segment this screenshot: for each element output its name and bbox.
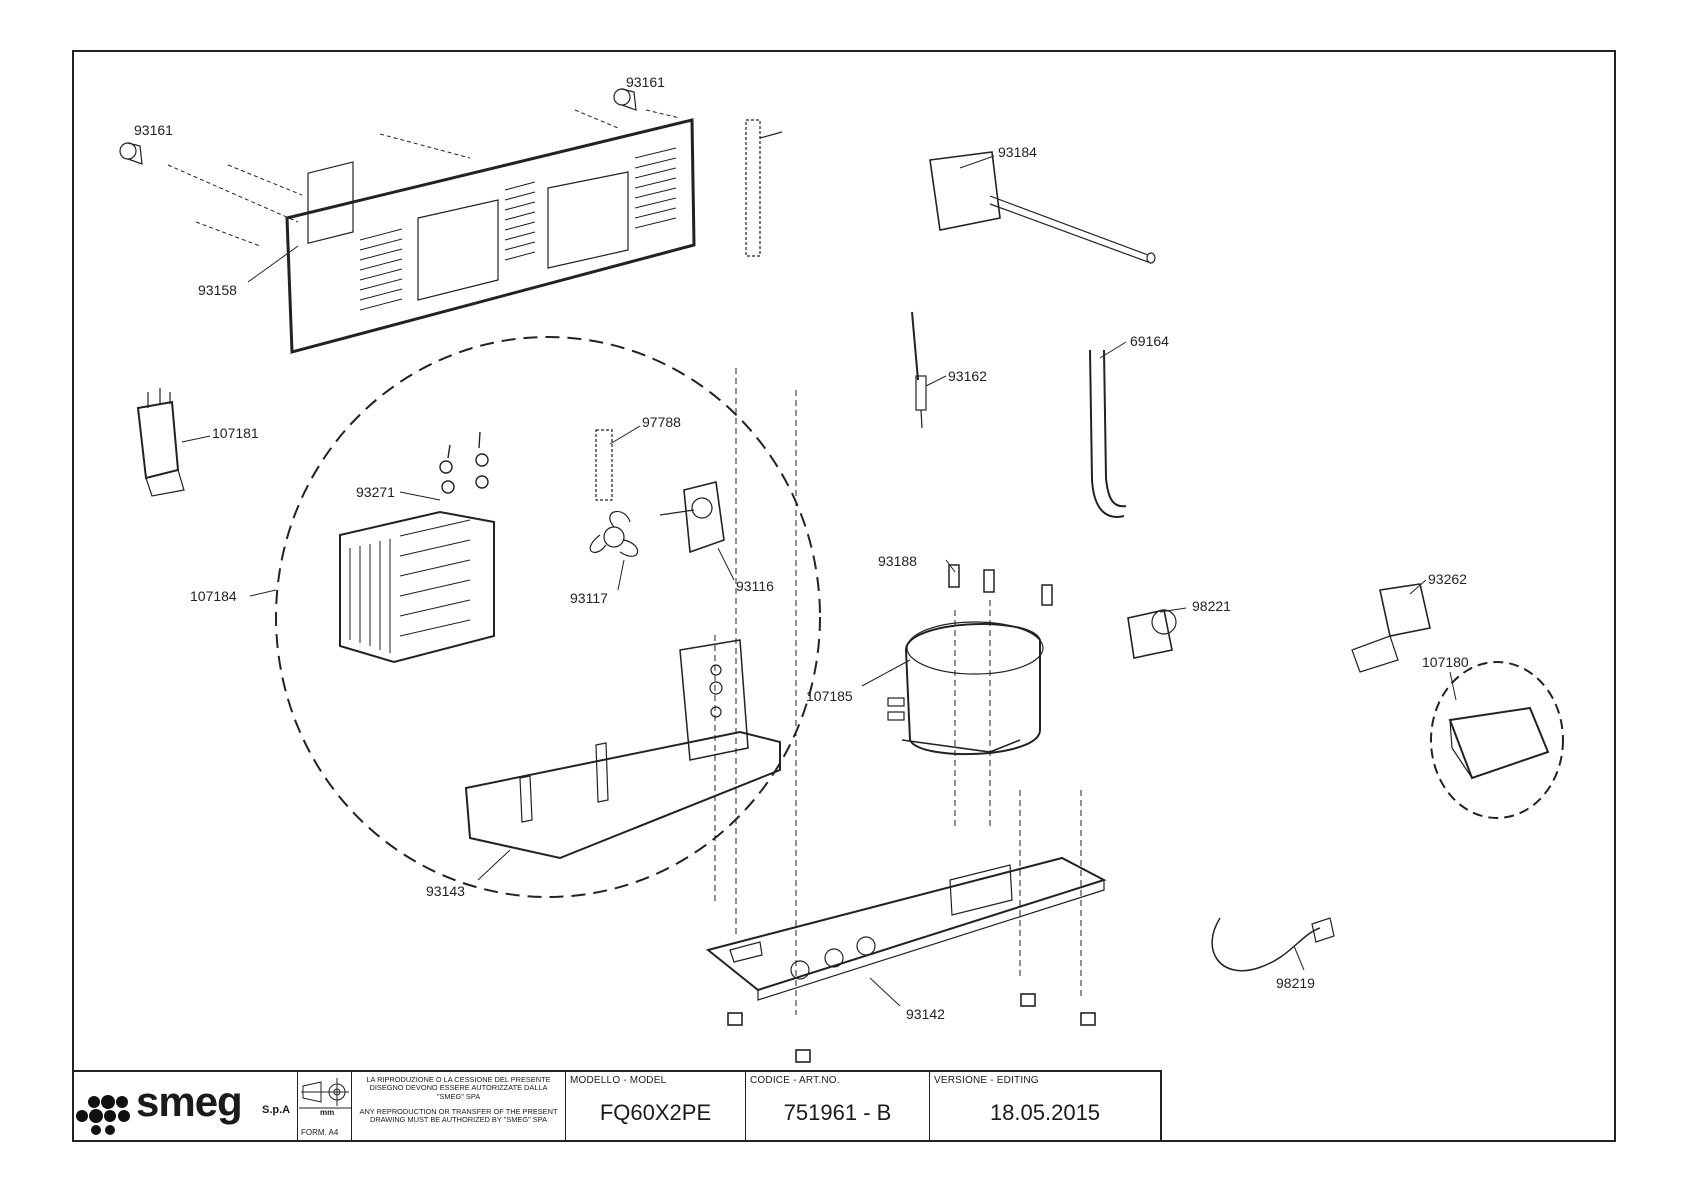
part-label: 93117: [570, 590, 608, 606]
drawing-sheet: [72, 50, 1616, 1142]
fan-blade-part: [589, 510, 639, 557]
cap-part-left: [119, 142, 143, 165]
evaporator-group-circle: [275, 336, 821, 898]
part-label: 93143: [426, 883, 465, 899]
base-plate-part: [705, 856, 1107, 1001]
spring-part-97788: [595, 429, 613, 501]
part-label: 93184: [998, 144, 1037, 160]
fan-motor-part: [659, 481, 725, 554]
part-label: 93271: [356, 484, 395, 500]
sensor-probe-part: [911, 311, 927, 429]
relay-box-part: [1448, 706, 1550, 780]
compressor-part: [887, 621, 1044, 756]
part-label: 93142: [906, 1006, 945, 1022]
relay-clip-part: [1351, 583, 1431, 673]
notice-italian: LA RIPRODUZIONE O LA CESSIONE DEL PRESEN…: [366, 1075, 551, 1101]
part-label: 93262: [1428, 571, 1467, 587]
notice-english: ANY REPRODUCTION OR TRANSFER OF THE PRES…: [359, 1107, 558, 1125]
part-label: 107181: [212, 425, 259, 441]
projection-symbol-icon: [299, 1078, 351, 1109]
brand-name: smeg: [136, 1078, 243, 1125]
code-cell: CODICE - ART.NO. 751961 - B: [746, 1072, 930, 1142]
unit-label: mm: [320, 1108, 335, 1117]
rear-panel-part: [285, 118, 696, 354]
part-label: 107185: [806, 688, 853, 704]
smeg-logo-icon: [76, 1095, 130, 1135]
part-label: 107184: [190, 588, 237, 604]
part-label: 93161: [134, 122, 173, 138]
part-label: 93162: [948, 368, 987, 384]
cap-part-top: [613, 88, 637, 111]
notice-cell: LA RIPRODUZIONE O LA CESSIONE DEL PRESEN…: [352, 1072, 566, 1142]
part-label: 93158: [198, 282, 237, 298]
screw-set-part: [439, 431, 489, 494]
relay-box-circle: [1430, 661, 1564, 819]
thermostat-part: [929, 151, 1156, 264]
part-label: 69164: [1130, 333, 1169, 349]
version-label: VERSIONE - EDITING: [934, 1075, 1039, 1086]
model-label: MODELLO - MODEL: [570, 1075, 667, 1086]
power-cable-part: [1211, 917, 1335, 972]
title-block: smeg S.p.A mm FORM. A4 LA RIPRODUZIONE O…: [72, 1070, 1162, 1142]
model-value: FQ60X2PE: [599, 1100, 712, 1125]
logo-cell: smeg S.p.A: [72, 1072, 298, 1142]
code-label: CODICE - ART.NO.: [750, 1075, 840, 1086]
part-label: 93188: [878, 553, 917, 569]
spring-rod-part: [745, 119, 783, 257]
leader-lines: [181, 155, 1457, 1007]
version-value: 18.05.2015: [989, 1100, 1101, 1125]
part-label: 97788: [642, 414, 681, 430]
part-label: 107180: [1422, 654, 1469, 670]
brand-suffix: S.p.A: [262, 1104, 291, 1116]
part-label: 98221: [1192, 598, 1231, 614]
tube-part: [1089, 349, 1127, 518]
form-label: FORM. A4: [301, 1128, 339, 1137]
code-value: 751961 - B: [783, 1100, 892, 1125]
evaporator-coil-part: [339, 510, 495, 664]
grommet-parts: [948, 564, 1053, 606]
part-label: 93161: [626, 74, 665, 90]
drain-tray-part: [464, 639, 781, 860]
overload-part: [1127, 609, 1177, 659]
foot-screw-parts: [727, 993, 1096, 1063]
version-cell: VERSIONE - EDITING 18.05.2015: [930, 1072, 1160, 1142]
part-label: 98219: [1276, 975, 1315, 991]
model-cell: MODELLO - MODEL FQ60X2PE: [566, 1072, 746, 1142]
part-label: 93116: [736, 578, 774, 594]
projection-symbol-cell: mm FORM. A4: [298, 1072, 352, 1142]
relay-part: [136, 388, 185, 497]
